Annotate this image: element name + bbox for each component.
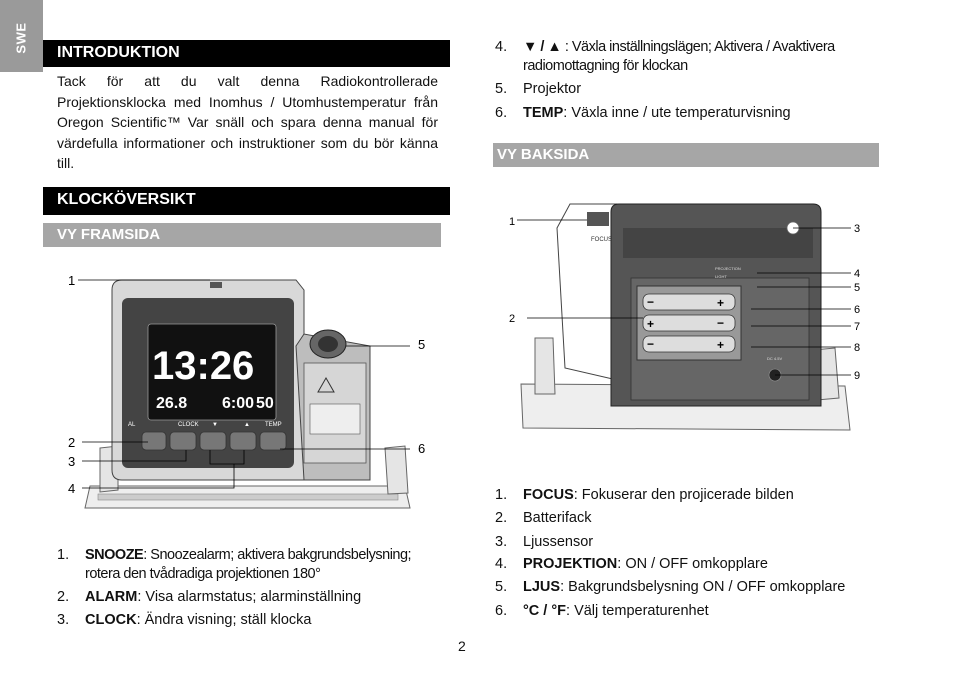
back-callout-5: 5 (854, 282, 860, 294)
back-view-diagram: FOCUS −+ +− −+ PROJECTION LIGHT DC 4.5V … (509, 203, 860, 431)
front-list-num-2: 2. (57, 589, 70, 605)
back-list-text-3: Ljussensor (523, 534, 594, 550)
front-list-text-1: : Snoozealarm; aktivera bakgrundsbelysni… (143, 547, 412, 563)
back-list-num-4: 4. (495, 556, 508, 572)
back-list-bold-1: FOCUS (523, 487, 574, 503)
front-list-num-3: 3. (57, 612, 70, 628)
back-list-bold-5: LJUS (523, 579, 561, 595)
lcd-temp: 26.8 (156, 395, 187, 412)
back-list-text-4: : ON / OFF omkopplare (617, 556, 768, 572)
language-tab-label: SWE (13, 22, 29, 54)
front-view-diagram: 13:26 26.8 6:00 50 AL CLOCK ▼ ▲ TEMP 1 2… (68, 273, 425, 509)
right-list-line2-4: radiomottagning för klockan (523, 58, 688, 74)
svg-text:−: − (647, 337, 654, 351)
back-list-bold-4: PROJEKTION (523, 556, 618, 572)
back-list-text-1: : Fokuserar den projicerade bilden (573, 487, 794, 503)
back-list-num-3: 3. (495, 534, 508, 550)
dc-label: DC 4.5V (767, 356, 782, 361)
back-callout-8: 8 (854, 342, 860, 354)
svg-text:−: − (647, 295, 654, 309)
focus-label: FOCUS (591, 237, 612, 243)
front-callout-1: 1 (68, 273, 75, 288)
back-list-text-6: : Välj temperaturenhet (566, 603, 709, 619)
back-list-num-5: 5. (495, 579, 508, 595)
front-callout-5: 5 (418, 337, 425, 352)
front-callout-3: 3 (68, 454, 75, 469)
back-callout-1: 1 (509, 216, 515, 228)
right-list-num-5: 5. (495, 81, 508, 97)
front-callout-2: 2 (68, 435, 75, 450)
front-list-text-3: : Ändra visning; ställ klocka (136, 612, 312, 628)
btn-label-up: ▲ (244, 422, 250, 428)
back-callout-9: 9 (854, 370, 860, 382)
overview-title: KLOCKÖVERSIKT (57, 191, 196, 208)
svg-text:−: − (717, 316, 724, 330)
front-callout-6: 6 (418, 441, 425, 456)
intro-title: INTRODUKTION (57, 44, 180, 61)
front-view-title: VY FRAMSIDA (57, 226, 161, 243)
right-list-text-6: : Växla inne / ute temperaturvisning (563, 105, 791, 121)
btn-label-clock: CLOCK (178, 422, 199, 428)
back-list-num-6: 6. (495, 603, 508, 619)
back-list-text-2: Batterifack (523, 510, 592, 526)
back-callout-4: 4 (854, 268, 860, 280)
back-view-header: VY BAKSIDA (493, 143, 879, 167)
back-callout-3: 3 (854, 223, 860, 235)
right-list-bold-6: TEMP (523, 105, 564, 121)
btn-label-al: AL (128, 422, 136, 428)
lcd-seconds: 50 (256, 395, 274, 412)
back-list-num-2: 2. (495, 510, 508, 526)
lcd-time: 13:26 (152, 344, 254, 388)
front-list-num-1: 1. (57, 547, 70, 563)
language-tab: SWE (0, 0, 43, 72)
arrow-symbols-icon: ▼ / ▲ (523, 39, 562, 55)
page-number: 2 (458, 638, 466, 654)
back-list-text-5: : Bakgrundsbelysning ON / OFF omkopplare (560, 579, 846, 595)
front-list-bold-2: ALARM (85, 589, 138, 605)
light-label: LIGHT (715, 274, 727, 279)
intro-paragraph: Tack för att du valt denna Radiokontroll… (57, 73, 438, 171)
overview-header: KLOCKÖVERSIKT (43, 187, 450, 215)
front-list-bold-3: CLOCK (85, 612, 137, 628)
front-callout-4: 4 (68, 481, 75, 496)
back-callout-6: 6 (854, 304, 860, 316)
intro-header: INTRODUKTION (43, 40, 450, 67)
projection-label: PROJECTION (715, 266, 741, 271)
front-list-line2-1: rotera den tvådradiga projektionen 180° (85, 566, 321, 582)
front-list-text-2: : Visa alarmstatus; alarminställning (137, 589, 362, 605)
back-view-title: VY BAKSIDA (497, 146, 590, 163)
right-list-text-4: : Växla inställningslägen; Aktivera / Av… (561, 39, 835, 55)
back-list-num-1: 1. (495, 487, 508, 503)
svg-text:+: + (647, 317, 654, 331)
right-list-num-6: 6. (495, 105, 508, 121)
svg-text:+: + (717, 338, 724, 352)
right-list-num-4: 4. (495, 39, 508, 55)
lcd-alarm: 6:00 (222, 395, 254, 412)
back-callout-2: 2 (509, 313, 515, 325)
right-list-text-5: Projektor (523, 81, 582, 97)
svg-text:+: + (717, 296, 724, 310)
btn-label-temp: TEMP (265, 422, 282, 428)
front-list-bold-1: SNOOZE (85, 547, 144, 563)
back-callout-7: 7 (854, 321, 860, 333)
back-list-bold-6: °C / °F (523, 603, 567, 619)
front-view-header: VY FRAMSIDA (43, 223, 441, 247)
btn-label-down: ▼ (212, 422, 218, 428)
